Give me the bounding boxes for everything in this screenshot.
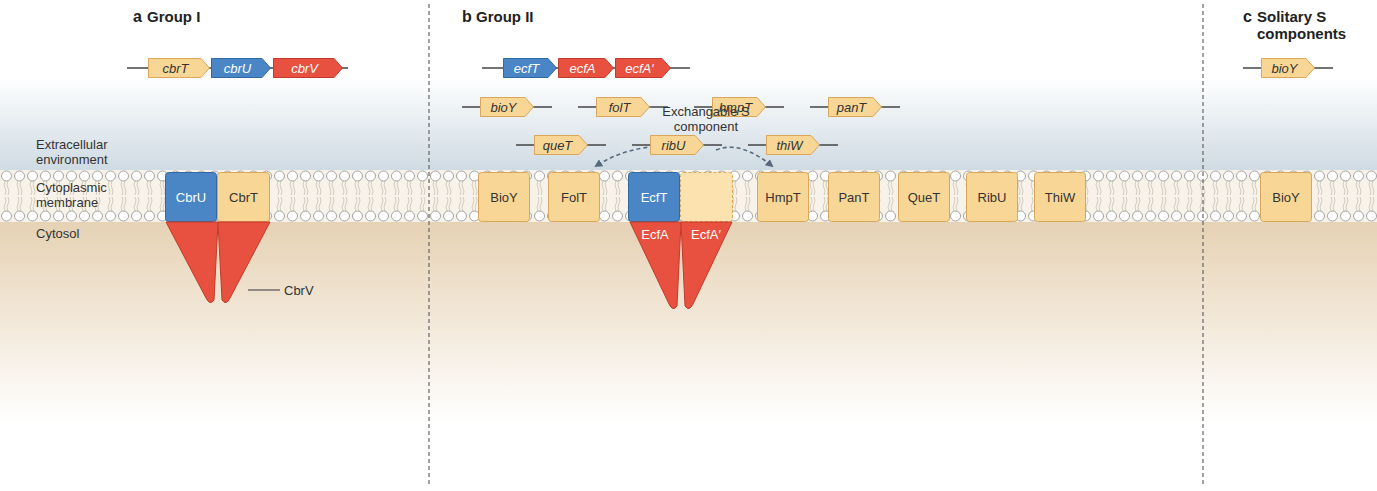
protein-name: ThiW bbox=[1045, 190, 1075, 205]
panel-heading: Solitary S components bbox=[1257, 8, 1367, 42]
panel-heading: Group I bbox=[147, 8, 200, 25]
gene-arrow: ecfA′ bbox=[615, 58, 671, 78]
gene-arrow: ecfA bbox=[558, 58, 614, 78]
gene-arrow: folT bbox=[596, 97, 650, 117]
atpase-subunit: EcfA bbox=[629, 222, 681, 312]
protein-name: CbrU bbox=[176, 190, 206, 205]
gene-arrow: thiW bbox=[766, 135, 820, 155]
membrane-protein: RibU bbox=[966, 172, 1018, 222]
protein-name: PanT bbox=[838, 190, 869, 205]
gene-name: queT bbox=[543, 138, 573, 153]
protein-name: BioY bbox=[490, 190, 517, 205]
membrane-protein: PanT bbox=[828, 172, 880, 222]
gene-arrow: cbrV bbox=[273, 58, 343, 78]
gene-arrow: ribU bbox=[650, 135, 704, 155]
panel-letter: c bbox=[1243, 8, 1252, 25]
gene-arrow: bioY bbox=[1261, 58, 1315, 78]
gene-name: cbrV bbox=[291, 61, 318, 76]
region-label: Extracellular environment bbox=[36, 137, 136, 167]
gene-arrow: queT bbox=[534, 135, 588, 155]
gene-name: cbrT bbox=[163, 61, 189, 76]
gene-name: thiW bbox=[777, 138, 803, 153]
gene-name: ecfT bbox=[514, 61, 539, 76]
atpase-subunit: EcfA′ bbox=[681, 222, 733, 312]
protein-name: EcfA bbox=[641, 227, 668, 242]
membrane-protein: BioY bbox=[478, 172, 530, 222]
panel-letter: b bbox=[462, 8, 472, 25]
gene-name: panT bbox=[837, 100, 867, 115]
gene-name: bioY bbox=[1271, 61, 1297, 76]
protein-name: RibU bbox=[978, 190, 1007, 205]
gene-name: cbrU bbox=[224, 61, 251, 76]
protein-name: CbrT bbox=[229, 190, 258, 205]
region-label: Cytosol bbox=[36, 226, 136, 241]
protein-name: EcfA′ bbox=[691, 227, 721, 242]
membrane-protein: HmpT bbox=[757, 172, 809, 222]
protein-name: BioY bbox=[1272, 190, 1299, 205]
panel-letter: a bbox=[133, 8, 142, 25]
note-label: Exchangable S component bbox=[660, 104, 752, 134]
protein-name: EcfT bbox=[641, 190, 668, 205]
protein-name: QueT bbox=[908, 190, 941, 205]
membrane-protein: EcfT bbox=[628, 172, 680, 222]
gene-arrow: bioY bbox=[480, 97, 534, 117]
membrane-protein: CbrU bbox=[165, 172, 217, 222]
gene-arrow: panT bbox=[828, 97, 882, 117]
region-label: Cytoplasmic membrane bbox=[36, 180, 136, 210]
gene-name: folT bbox=[609, 100, 631, 115]
gene-name: ecfA′ bbox=[625, 61, 653, 76]
membrane-protein: BioY bbox=[1260, 172, 1312, 222]
membrane-protein: ThiW bbox=[1034, 172, 1086, 222]
node-shape bbox=[166, 222, 326, 312]
gene-arrow: ecfT bbox=[503, 58, 557, 78]
panel-heading: Group II bbox=[476, 8, 534, 25]
gene-arrow: cbrU bbox=[211, 58, 271, 78]
membrane-protein: QueT bbox=[898, 172, 950, 222]
membrane-protein: FolT bbox=[548, 172, 600, 222]
atpase-subunit: CbrV bbox=[166, 222, 326, 312]
gene-name: bioY bbox=[490, 100, 516, 115]
protein-name: FolT bbox=[561, 190, 587, 205]
protein-name: CbrV bbox=[284, 283, 314, 298]
gene-name: ribU bbox=[662, 138, 686, 153]
membrane-protein: CbrT bbox=[217, 172, 270, 222]
protein-name: HmpT bbox=[765, 190, 800, 205]
gene-name: ecfA bbox=[569, 61, 595, 76]
gene-arrow: cbrT bbox=[148, 58, 210, 78]
